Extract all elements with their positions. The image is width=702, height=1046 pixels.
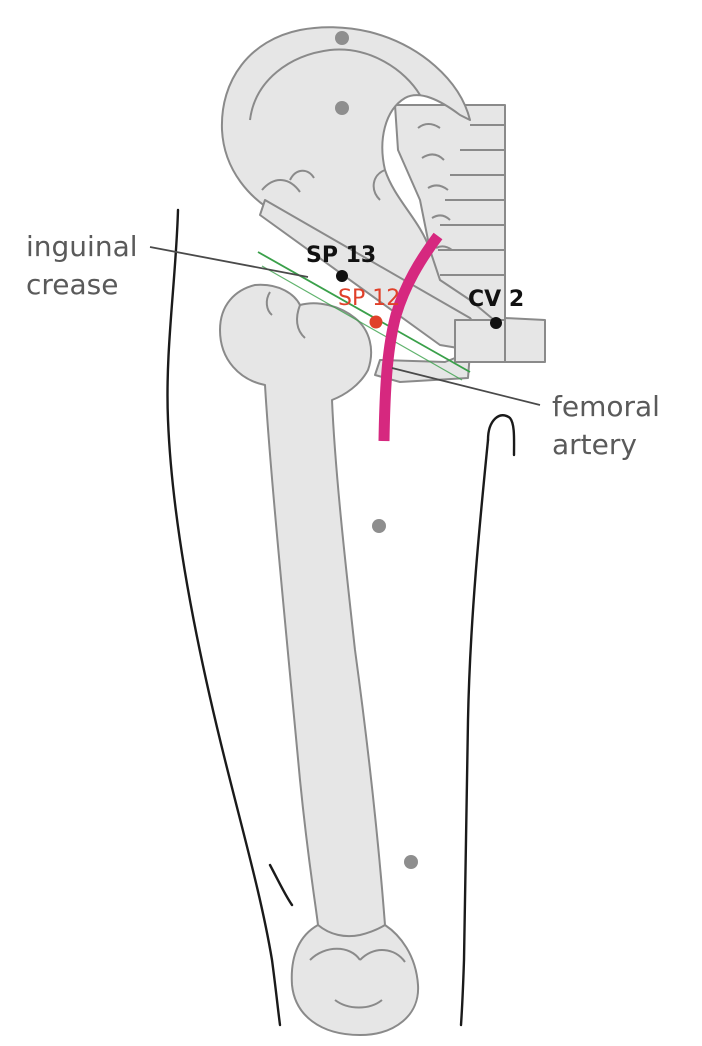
- cv2-point: [490, 317, 502, 329]
- inguinal-crease-label-line1: inguinal: [26, 230, 138, 263]
- sp12-point: [369, 315, 383, 329]
- reference-dot: [335, 101, 349, 115]
- reference-dots: [335, 31, 418, 869]
- inguinal-crease-label-line2: crease: [26, 268, 119, 301]
- femur: [219, 283, 420, 1036]
- reference-dot: [404, 855, 418, 869]
- femoral-artery: [378, 232, 443, 442]
- thigh-outline: [166, 208, 516, 1027]
- femoral-artery-leader: [391, 367, 541, 406]
- reference-dot: [372, 519, 386, 533]
- reference-dot: [335, 31, 349, 45]
- cv2-label: CV 2: [468, 287, 524, 312]
- sp13-point: [336, 270, 348, 282]
- inguinal-crease-line: [257, 251, 471, 381]
- inguinal-crease-leader: [149, 246, 309, 278]
- femoral-artery-label-line2: artery: [552, 428, 637, 461]
- sp13-label: SP 13: [306, 243, 376, 268]
- sp12-label: SP 12: [338, 286, 400, 311]
- pubic-ramus: [259, 199, 546, 383]
- femoral-artery-label-line1: femoral: [552, 390, 660, 423]
- ilium: [220, 26, 501, 341]
